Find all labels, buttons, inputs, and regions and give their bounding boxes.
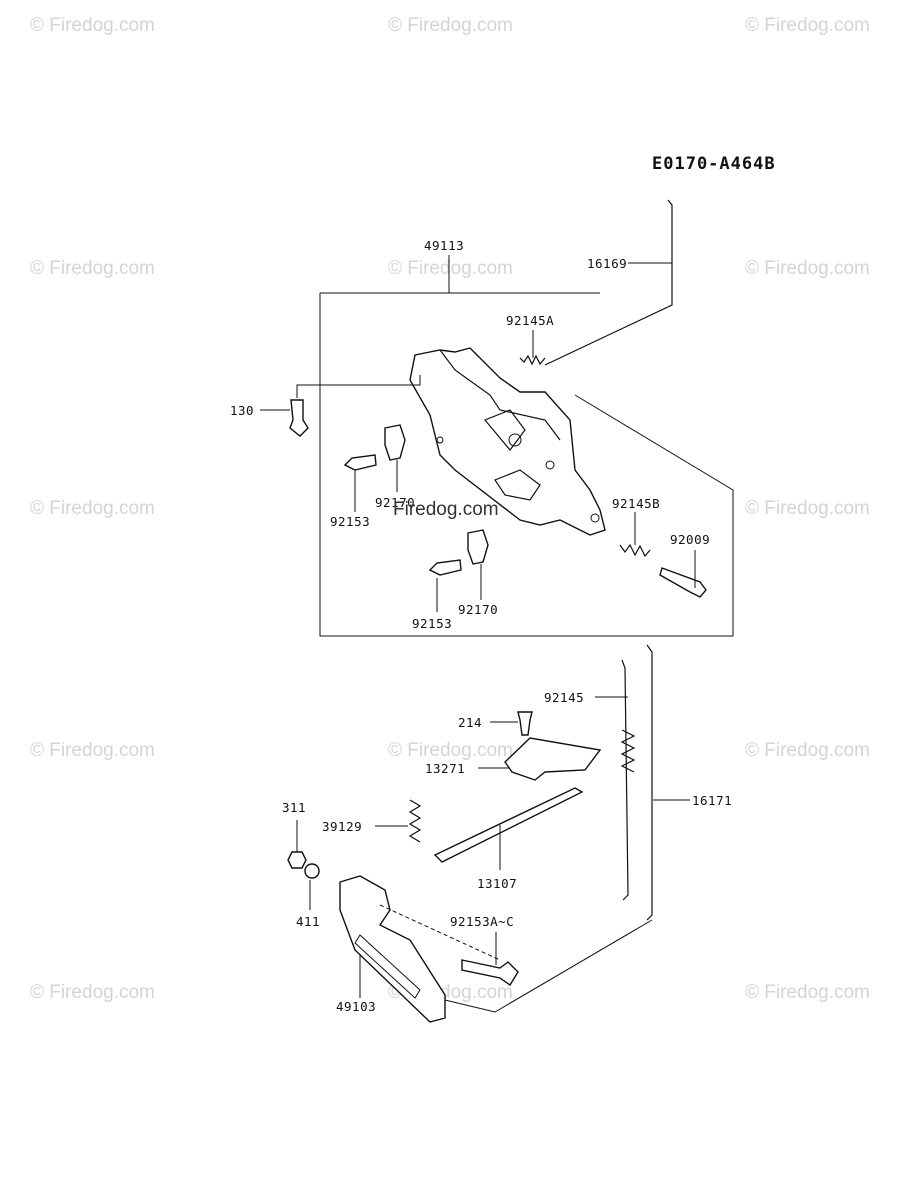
watermark: © Firedog.com [30,982,155,1003]
part-label-13271[interactable]: 13271 [425,761,466,776]
part-label-411[interactable]: 411 [296,914,321,929]
watermark: © Firedog.com [30,258,155,279]
rod-92145 [621,659,629,901]
spring-92145 [620,729,636,773]
part-label-16169[interactable]: 16169 [587,256,628,271]
part-label-39129[interactable]: 39129 [322,819,363,834]
part-label-92170[interactable]: 92170 [458,602,499,617]
part-label-92009[interactable]: 92009 [670,532,711,547]
watermark: © Firedog.com [745,740,870,761]
part-label-92145B[interactable]: 92145B [612,496,661,511]
clip-92170a [384,424,406,461]
spring-39129 [408,799,422,843]
washer-411 [304,863,320,879]
diagram-code: E0170-A464B [652,154,776,174]
watermark: © Firedog.com [30,498,155,519]
part-label-92153AC[interactable]: 92153A~C [450,914,515,929]
plate-edge [439,349,561,441]
part-label-92153[interactable]: 92153 [330,514,371,529]
screw-92153b [428,559,462,576]
part-label-311[interactable]: 311 [282,800,307,815]
watermark: © Firedog.com [745,15,870,36]
nut-311 [287,851,307,869]
part-label-16171[interactable]: 16171 [692,793,733,808]
spring-92145A [519,354,546,366]
watermark-center: Firedog.com [393,499,499,520]
plate-hole [436,436,444,444]
part-label-49103[interactable]: 49103 [336,999,377,1014]
watermark: © Firedog.com [388,15,513,36]
part-label-49113[interactable]: 49113 [424,238,465,253]
lever-slot [354,934,421,999]
spring-92145B [619,543,651,558]
connect-line [444,919,653,1013]
leader-130b [296,375,421,398]
watermark: © Firedog.com [30,15,155,36]
screw-214 [517,711,533,736]
bolt-130 [289,399,309,437]
part-label-130[interactable]: 130 [230,403,255,418]
shaft-13107 [433,787,584,863]
watermark: © Firedog.com [388,258,513,279]
rod-16169 [544,199,673,366]
lever-arm [494,469,541,501]
part-label-92145[interactable]: 92145 [544,690,585,705]
plate-hole [508,433,522,447]
lever-arm [484,409,526,451]
watermark: © Firedog.com [745,982,870,1003]
watermark: © Firedog.com [745,498,870,519]
part-label-13107[interactable]: 13107 [477,876,518,891]
rod-16171 [646,644,653,921]
plate-13271 [504,737,602,781]
watermark: © Firedog.com [745,258,870,279]
part-label-92170[interactable]: 92170 [375,495,416,510]
clip-92170b [467,529,489,565]
part-label-92145A[interactable]: 92145A [506,313,555,328]
plate-hole [590,513,600,523]
connect-line [379,904,501,961]
lever-49103 [339,875,446,1023]
watermark: © Firedog.com [30,740,155,761]
part-label-214[interactable]: 214 [458,715,483,730]
screw-92153AC [461,959,519,986]
part-label-92153[interactable]: 92153 [412,616,453,631]
assembly-box [319,293,734,637]
screw-92009 [659,567,707,598]
plate-hole [545,460,555,470]
watermark: © Firedog.com [388,740,513,761]
control-plate [409,347,606,536]
screw-92153a [343,454,377,471]
